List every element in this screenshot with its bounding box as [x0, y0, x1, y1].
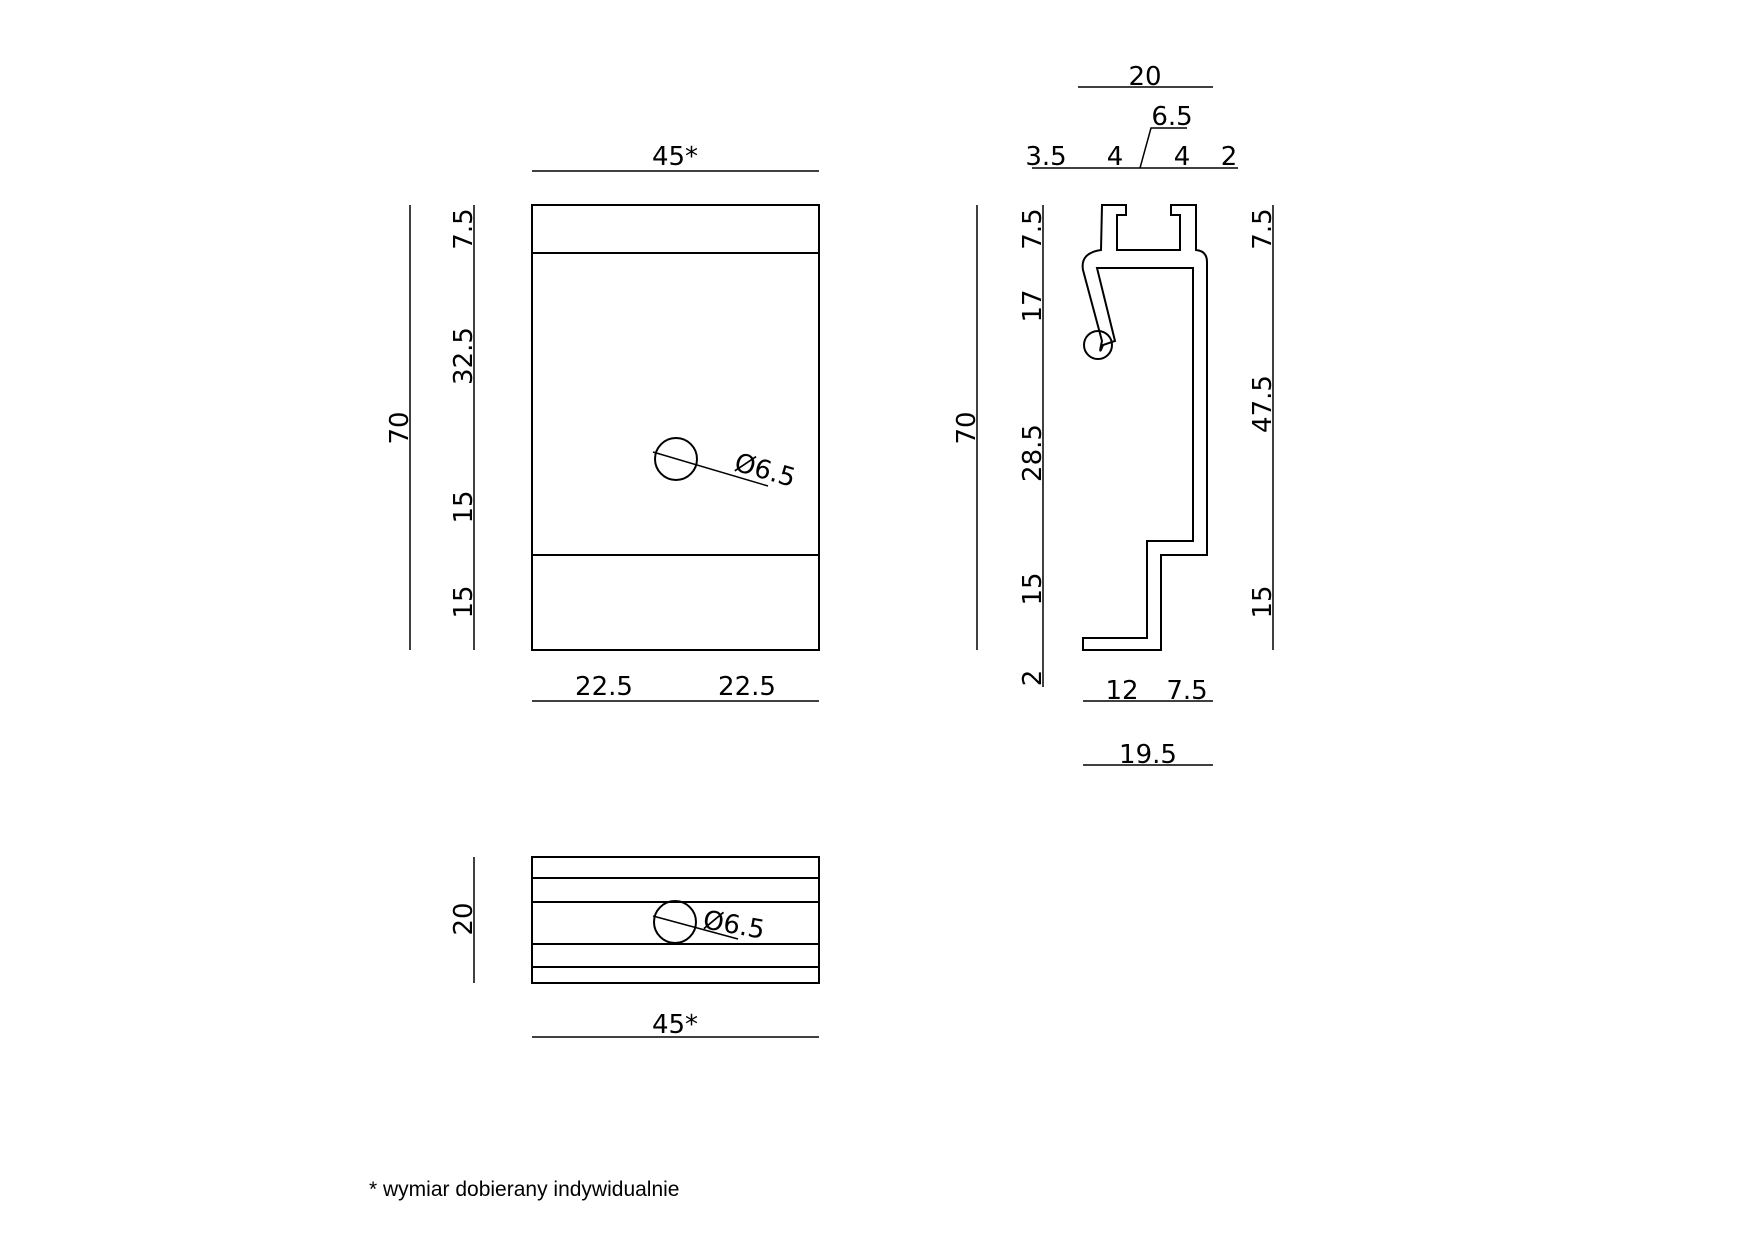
front-h-15-b: 15 — [449, 585, 479, 618]
front-total-height: 70 — [385, 411, 415, 444]
side-top-4-b: 4 — [1174, 142, 1191, 172]
side-top-4-a: 4 — [1107, 142, 1124, 172]
front-h-7-5: 7.5 — [449, 208, 479, 249]
side-bottom-19-5: 19.5 — [1119, 740, 1177, 770]
side-top-2: 2 — [1221, 142, 1238, 172]
side-left-17: 17 — [1018, 289, 1048, 322]
side-bottom-7-5: 7.5 — [1166, 676, 1207, 706]
top-hole-label: Ø6.5 — [701, 905, 767, 945]
front-top-width: 45* — [652, 142, 698, 172]
profile-hook-bulb — [1083, 330, 1113, 360]
top-view: Ø6.5 20 45* — [449, 856, 820, 1040]
top-outline — [531, 856, 820, 984]
side-slot: 6.5 — [1151, 102, 1192, 132]
top-hole — [653, 900, 697, 944]
profile-outline — [1081, 204, 1208, 651]
front-hole — [654, 437, 698, 481]
front-hole-leader — [652, 451, 769, 487]
side-right-15: 15 — [1248, 585, 1278, 618]
side-left-15: 15 — [1018, 572, 1048, 605]
top-height: 20 — [449, 902, 479, 935]
side-right-7-5: 7.5 — [1248, 208, 1278, 249]
side-slot-leader — [1139, 127, 1187, 169]
side-total-height: 70 — [952, 411, 982, 444]
footnote: * wymiar dobierany indywidualnie — [369, 1178, 680, 1201]
side-left-2: 2 — [1018, 670, 1048, 687]
front-view: Ø6.5 45* 70 7.5 32.5 15 15 22.5 22.5 — [385, 142, 820, 702]
side-left-28-5: 28.5 — [1018, 424, 1048, 482]
side-bottom-12: 12 — [1105, 676, 1138, 706]
front-h-32-5: 32.5 — [449, 327, 479, 385]
front-outline — [531, 204, 820, 651]
front-bottom-right: 22.5 — [718, 672, 776, 702]
front-hole-label: Ø6.5 — [731, 448, 799, 494]
side-view: 20 6.5 3.5 4 4 2 70 7.5 17 28.5 15 2 7.5… — [952, 62, 1278, 770]
side-right-47-5: 47.5 — [1248, 375, 1278, 433]
front-h-15-a: 15 — [449, 490, 479, 523]
front-bottom-left: 22.5 — [575, 672, 633, 702]
side-top-width: 20 — [1128, 62, 1161, 92]
top-width: 45* — [652, 1010, 698, 1040]
side-top-3-5: 3.5 — [1025, 142, 1066, 172]
side-left-7-5: 7.5 — [1018, 208, 1048, 249]
top-hole-leader — [652, 915, 739, 940]
